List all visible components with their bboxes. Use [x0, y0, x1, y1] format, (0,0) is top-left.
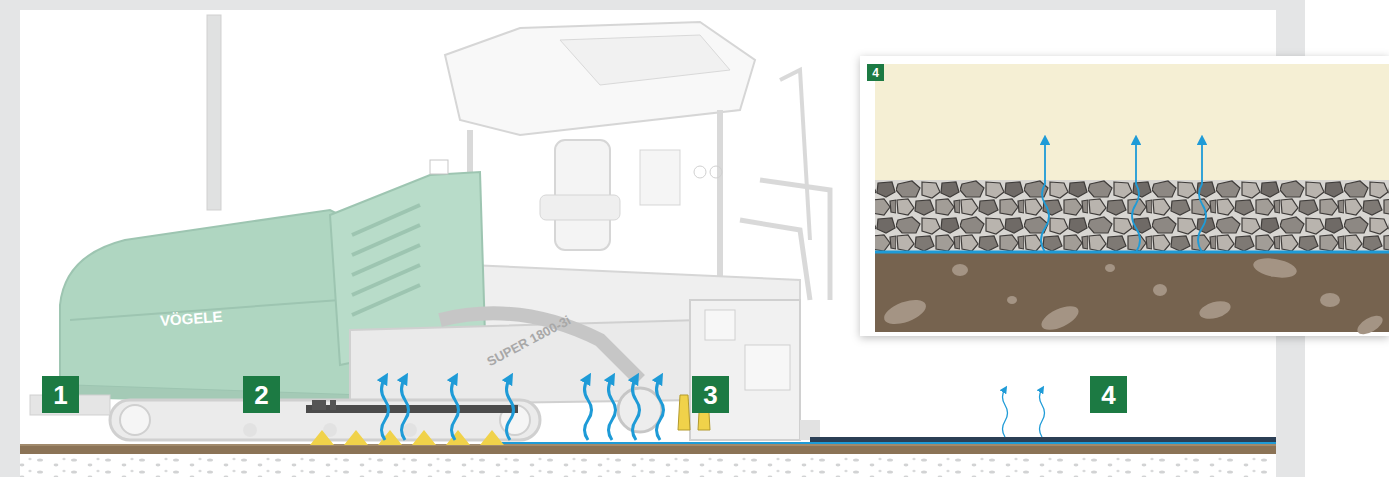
model-name: SUPER 1800-3i — [485, 313, 573, 368]
callout-number: 3 — [692, 376, 729, 413]
callout-number: 2 — [243, 376, 280, 413]
callout-number: 4 — [1090, 376, 1127, 413]
brand-name: VÖGELE — [159, 309, 222, 328]
callout-number: 1 — [42, 376, 79, 413]
callout-number: 4 — [867, 64, 884, 81]
